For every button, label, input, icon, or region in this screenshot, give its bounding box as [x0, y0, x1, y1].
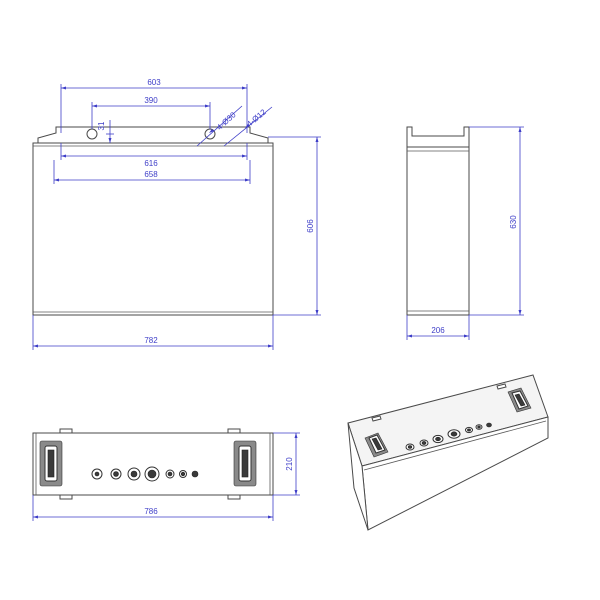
dim-390-label: 390 [144, 96, 158, 105]
front-view-flange [37, 126, 269, 144]
dim-390: 390 [91, 96, 211, 129]
dim-616-label: 616 [144, 159, 158, 168]
top-view-right-handle [233, 440, 257, 487]
top-view-left-handle [39, 440, 63, 487]
dim-606: 606 [268, 136, 321, 316]
dim-630-label: 630 [509, 215, 518, 229]
iso-left-handle [364, 432, 389, 458]
dim-31: 31 [97, 120, 114, 143]
dim-hole-12-label: 4-Ø12 [245, 107, 268, 129]
side-view-top-bracket [406, 126, 470, 148]
top-view-body [32, 432, 274, 496]
front-hole-left [86, 128, 98, 140]
dim-782-label: 782 [144, 336, 158, 345]
dim-603-label: 603 [147, 78, 161, 87]
dim-206: 206 [406, 315, 470, 340]
dim-786-label: 786 [144, 507, 158, 516]
top-view: 210 786 [32, 428, 300, 521]
dim-786: 786 [32, 495, 274, 521]
dim-658-label: 658 [144, 170, 158, 179]
dim-603: 603 [60, 78, 248, 133]
dim-210: 210 [273, 432, 300, 496]
dim-606-label: 606 [306, 219, 315, 233]
dim-616: 616 [60, 143, 248, 168]
side-view: 630 206 [406, 126, 524, 340]
iso-terminals [405, 422, 492, 451]
side-view-body [406, 146, 470, 316]
iso-right-handle [507, 387, 532, 413]
top-view-terminals [91, 466, 199, 482]
dim-630: 630 [469, 126, 524, 316]
dim-658: 658 [53, 160, 251, 184]
dim-782: 782 [32, 315, 274, 350]
dim-210-label: 210 [285, 457, 294, 471]
iso-left-face [347, 422, 369, 531]
dim-31-label: 31 [97, 121, 106, 130]
isometric-view [347, 374, 549, 531]
dim-206-label: 206 [431, 326, 445, 335]
front-view: 603 390 31 4-Ø30 4-Ø12 [32, 78, 321, 350]
front-view-body [32, 142, 274, 316]
